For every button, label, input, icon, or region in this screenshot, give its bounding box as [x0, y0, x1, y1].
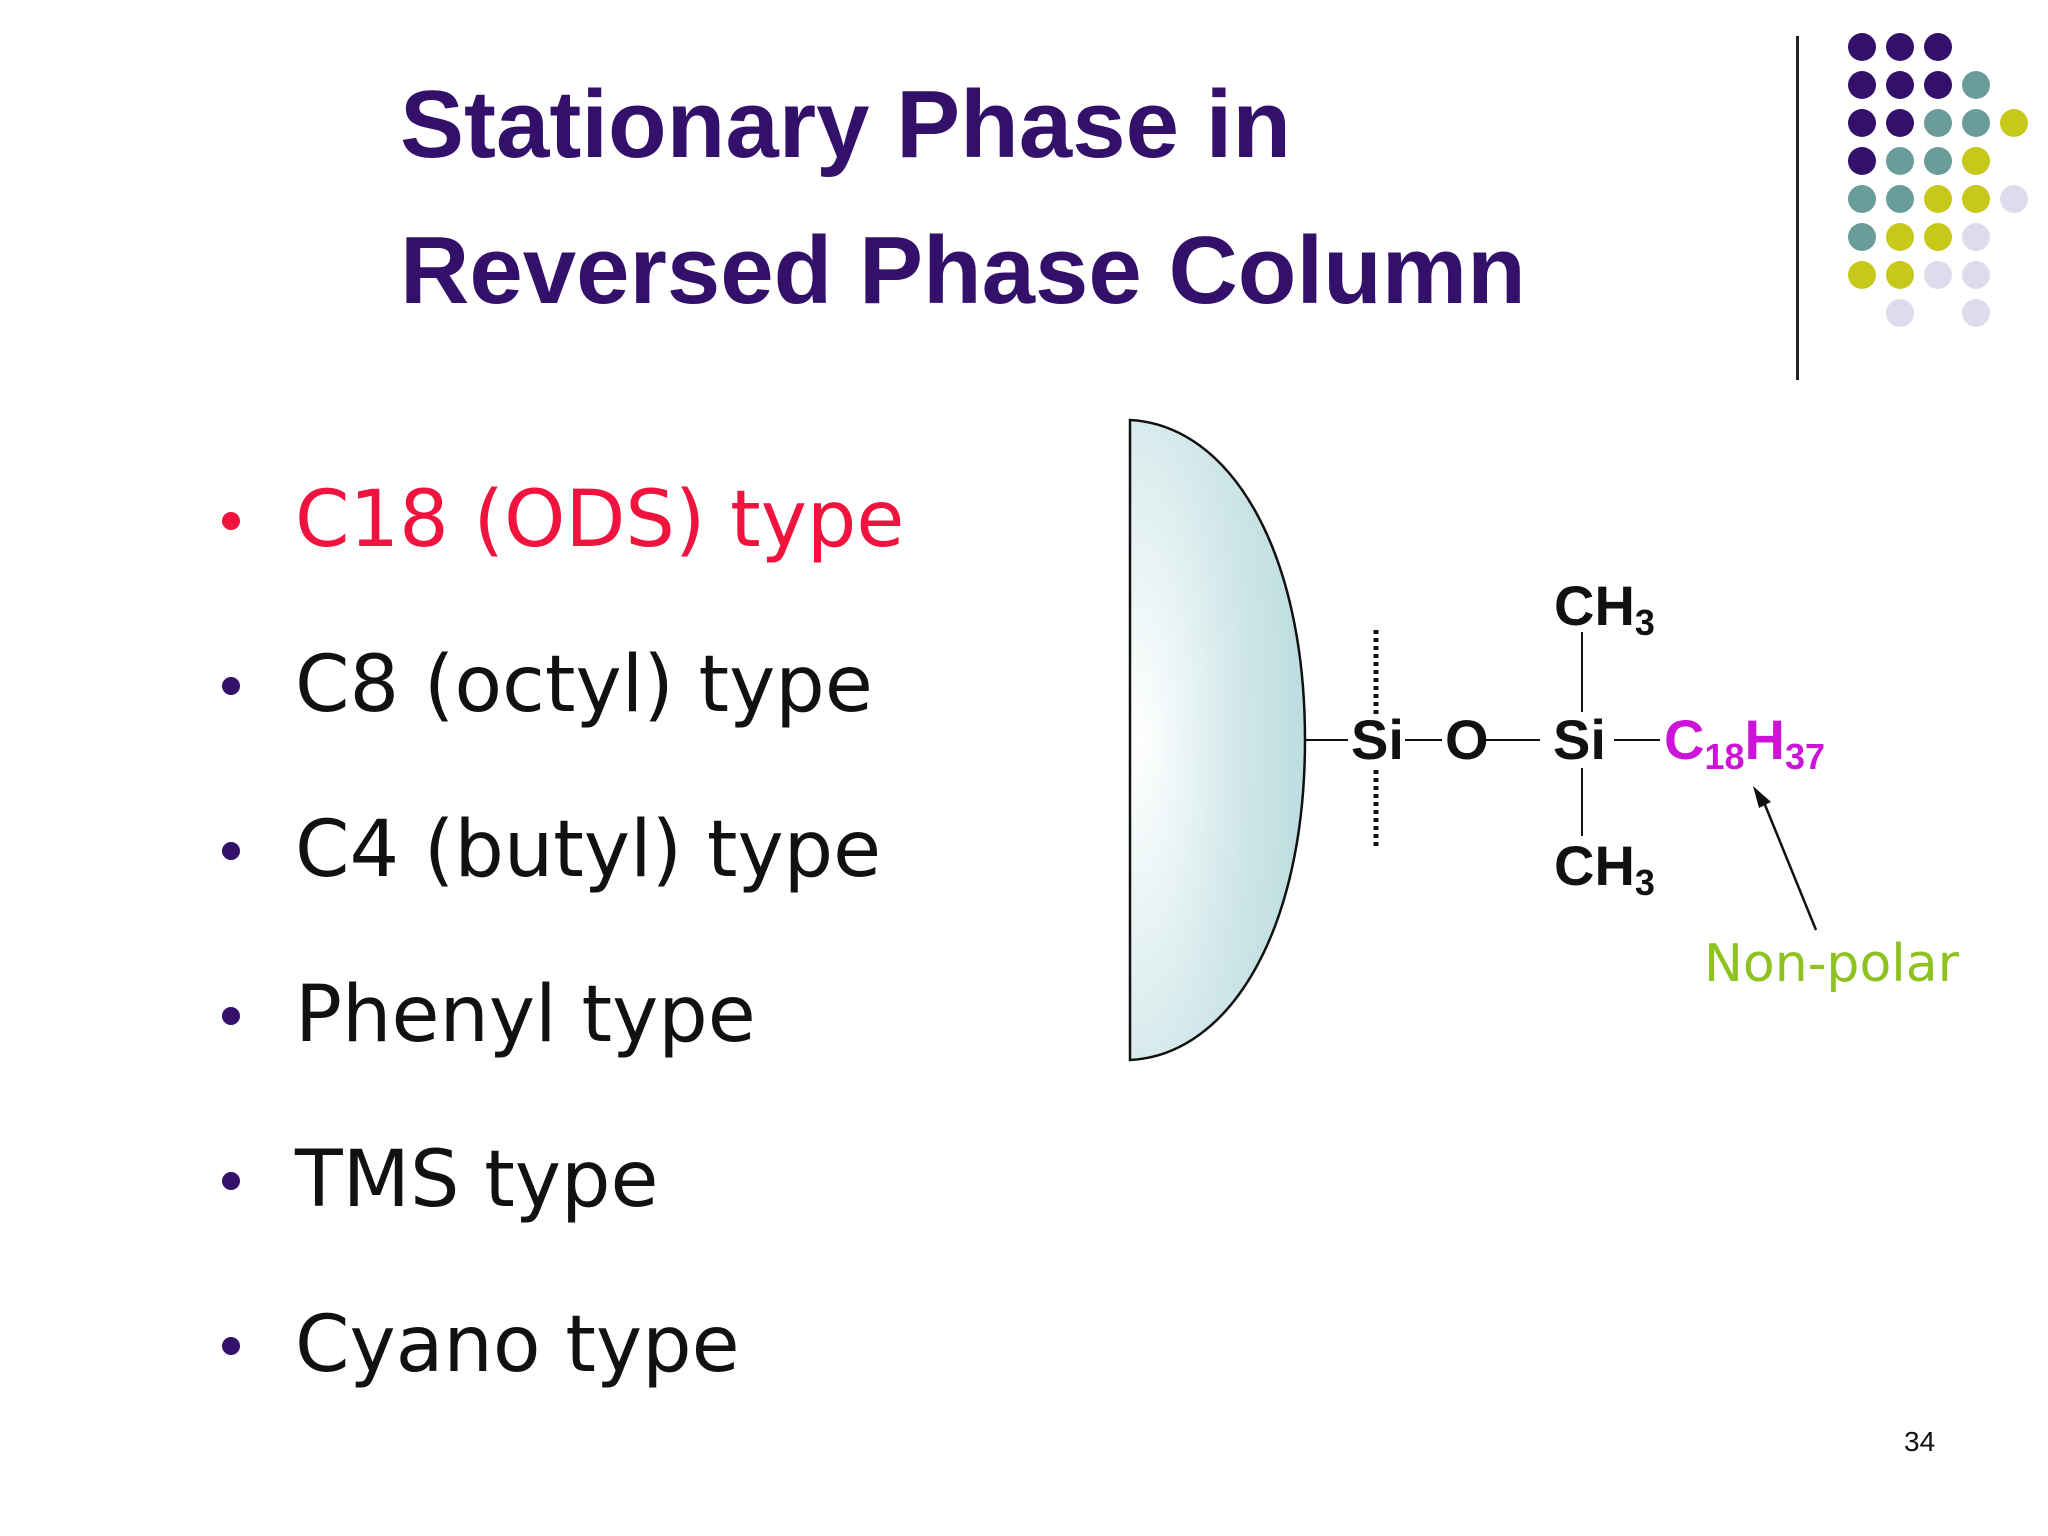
bullet-text: TMS type: [295, 1135, 659, 1225]
alkyl-h-sub: 37: [1784, 736, 1825, 777]
alkyl-c-sub: 18: [1704, 736, 1745, 777]
non-polar-label: Non-polar: [1704, 934, 1959, 994]
vertical-divider: [1796, 36, 1799, 380]
decorative-dot: [2000, 185, 2028, 213]
decorative-dot: [1962, 71, 1990, 99]
silicon-right: Si: [1553, 708, 1606, 771]
alkyl-h: H: [1744, 708, 1785, 771]
slide-number: 34: [1904, 1426, 1936, 1457]
methyl-top-base: CH: [1554, 574, 1635, 637]
bullet-dot-icon: [222, 677, 240, 695]
decorative-dot: [1924, 261, 1952, 289]
decorative-dot: [1886, 261, 1914, 289]
decorative-dot: [1924, 147, 1952, 175]
methyl-bottom-base: CH: [1554, 834, 1635, 897]
decorative-dot: [1924, 109, 1952, 137]
title-line-1: Stationary Phase in: [400, 71, 1291, 178]
decorative-dot: [1886, 223, 1914, 251]
bullet-text: C8 (octyl) type: [295, 640, 873, 730]
bullet-dot-icon: [222, 1007, 240, 1025]
decorative-dot: [1886, 109, 1914, 137]
decorative-dot: [1848, 261, 1876, 289]
slide-title: Stationary Phase in Reversed Phase Colum…: [400, 52, 1700, 344]
stationary-phase-diagram: Si O Si CH3 CH3 C18H37 Non-polar: [1120, 410, 2000, 1090]
diagram-graphics: [1128, 418, 1818, 1062]
decorative-dot: [1924, 185, 1952, 213]
decorative-dot: [1886, 185, 1914, 213]
decorative-dot: [1848, 147, 1876, 175]
decorative-dot: [1848, 71, 1876, 99]
bullet-text: C4 (butyl) type: [295, 805, 882, 895]
decorative-dot: [1924, 71, 1952, 99]
bullet-text: Phenyl type: [295, 970, 756, 1060]
bullet-text: C18 (ODS) type: [295, 475, 905, 565]
decorative-dot: [1924, 223, 1952, 251]
bullet-dot-icon: [222, 512, 240, 530]
decorative-dot: [1962, 147, 1990, 175]
decorative-dot: [1886, 71, 1914, 99]
decorative-dot: [1924, 33, 1952, 61]
decorative-dot: [1848, 185, 1876, 213]
bullet-dot-icon: [222, 842, 240, 860]
annotation-arrow-line: [1761, 799, 1818, 931]
decorative-dot: [1848, 109, 1876, 137]
alkyl-chain: C18H37: [1664, 712, 1825, 775]
silica-particle: [1128, 418, 1307, 1062]
annotation-arrowhead-icon: [1753, 786, 1771, 808]
decorative-dot: [1962, 223, 1990, 251]
decorative-dot: [1848, 223, 1876, 251]
silicon-left: Si: [1351, 708, 1404, 771]
methyl-bottom-sub: 3: [1634, 862, 1655, 903]
decorative-dot: [2000, 109, 2028, 137]
title-line-2: Reversed Phase Column: [400, 217, 1526, 324]
alkyl-c: C: [1664, 708, 1705, 771]
methyl-bottom: CH3: [1554, 838, 1655, 901]
decorative-dot: [1962, 109, 1990, 137]
decorative-dot: [1962, 299, 1990, 327]
methyl-top: CH3: [1554, 578, 1655, 641]
decorative-dot: [1962, 185, 1990, 213]
decorative-dot: [1848, 33, 1876, 61]
decorative-dot: [1962, 261, 1990, 289]
bullet-text: Cyano type: [295, 1300, 740, 1390]
methyl-top-sub: 3: [1634, 602, 1655, 643]
decorative-dot: [1886, 33, 1914, 61]
oxygen-atom: O: [1445, 708, 1489, 771]
bullet-dot-icon: [222, 1172, 240, 1190]
decorative-dot: [1886, 299, 1914, 327]
bullet-dot-icon: [222, 1337, 240, 1355]
decorative-dot: [1886, 147, 1914, 175]
